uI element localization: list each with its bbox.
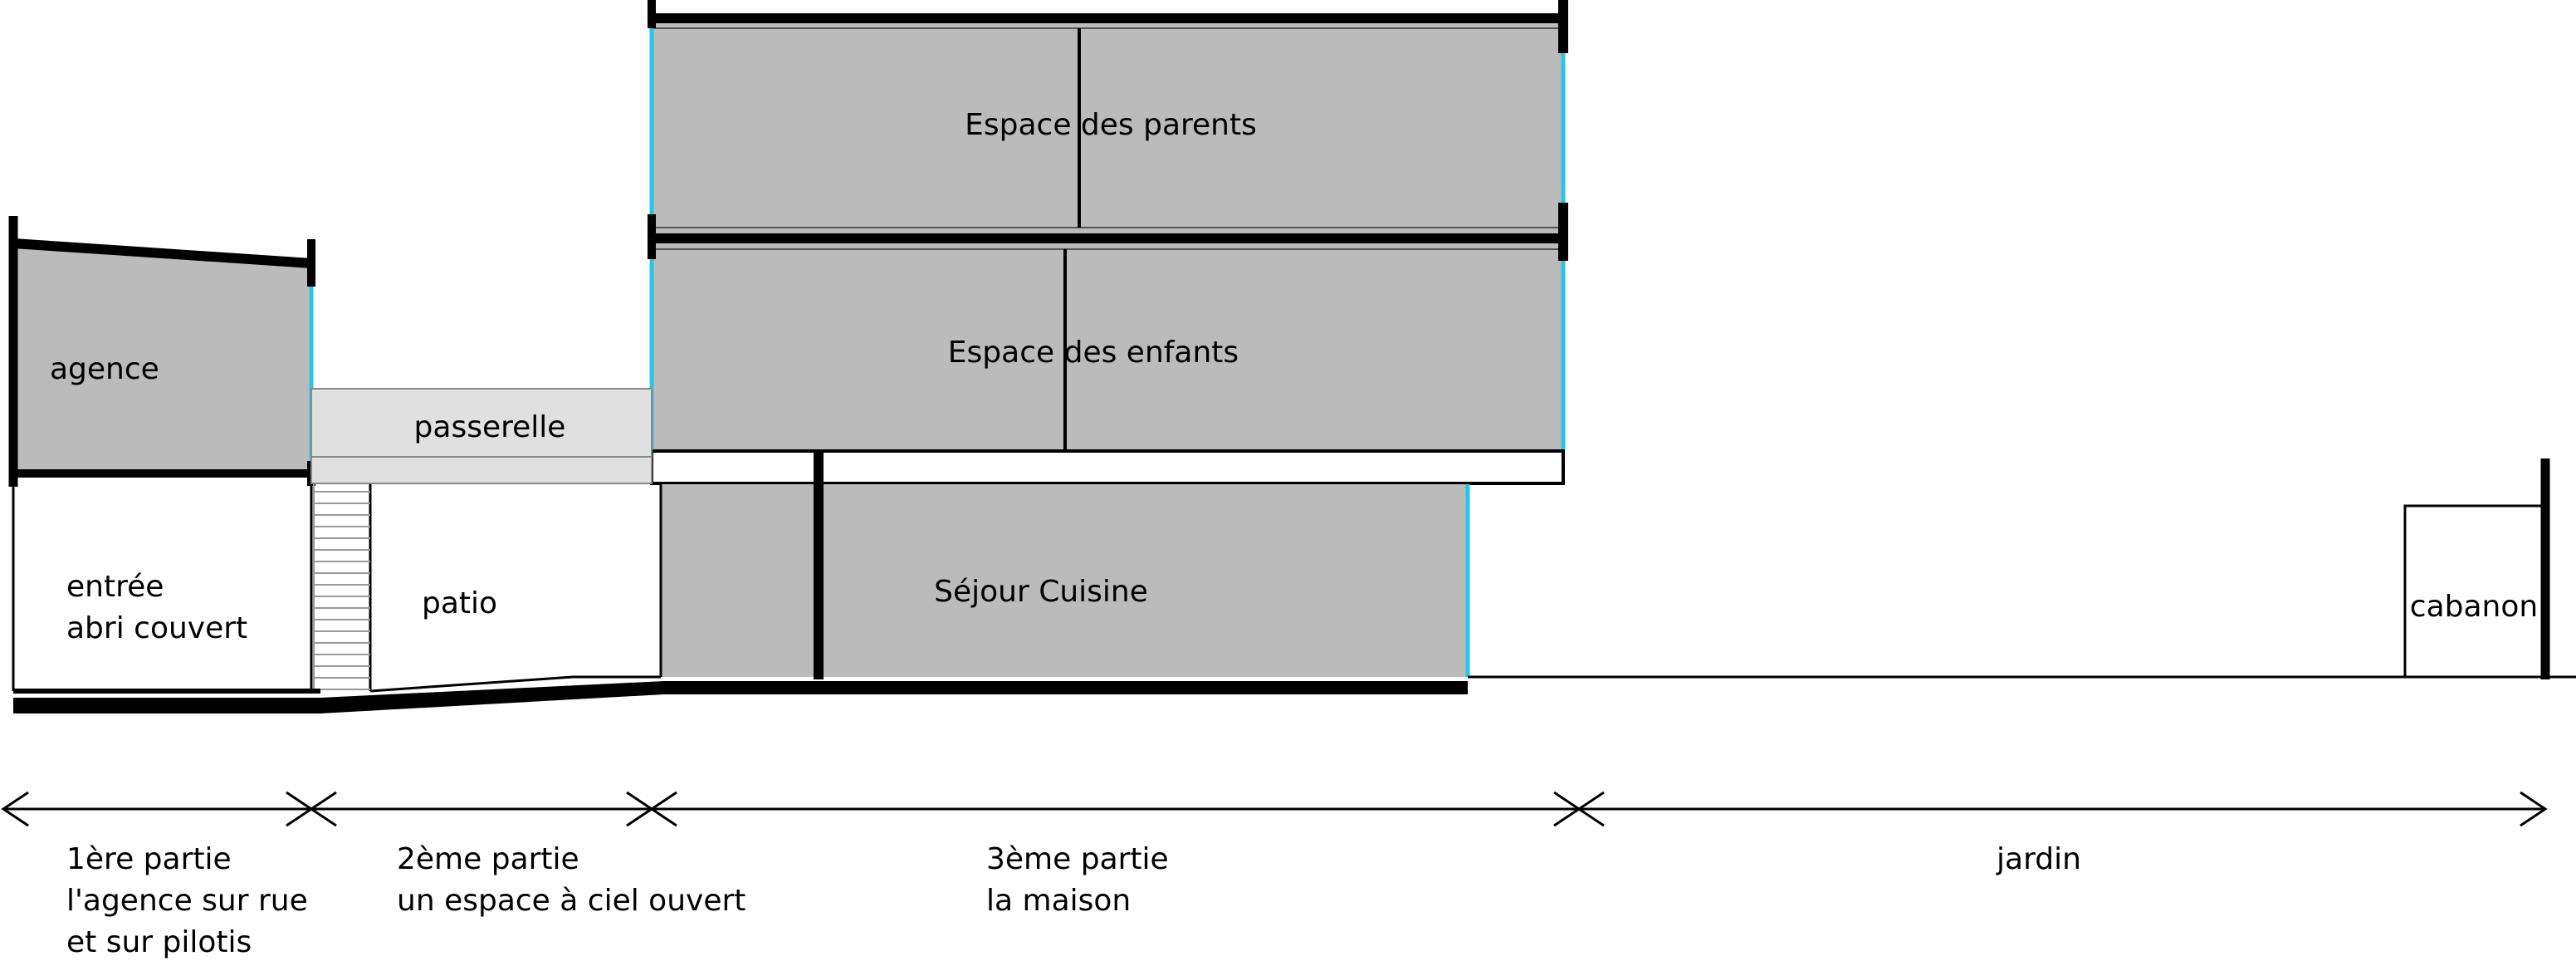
zone-3-label-line2: la maison bbox=[986, 884, 1131, 918]
arrowhead bbox=[1576, 791, 1605, 827]
ground-slab bbox=[13, 681, 1468, 713]
passerelle-fill bbox=[310, 388, 653, 484]
first-floor-slab bbox=[650, 449, 1565, 485]
cabanon-outline bbox=[2403, 504, 2545, 677]
children-room-label: Espace des enfants bbox=[948, 336, 1239, 370]
zone-1-label-line3: et sur pilotis bbox=[66, 925, 252, 959]
cantilever-slab bbox=[650, 449, 1565, 485]
entree-label-line1: entrée bbox=[66, 570, 164, 604]
patio-label: patio bbox=[422, 586, 497, 620]
arrowheads bbox=[1, 791, 2548, 827]
arrowhead bbox=[309, 791, 337, 827]
zone-1-label-line2: l'agence sur rue bbox=[66, 884, 308, 918]
cabanon: cabanon bbox=[2403, 458, 2550, 679]
arrowhead bbox=[2520, 791, 2548, 827]
arrowhead bbox=[1, 791, 29, 827]
parents-level: Espace des parents bbox=[648, 0, 1568, 234]
entree-shelter: entrée abri couvert bbox=[12, 486, 313, 691]
passerelle-label: passerelle bbox=[414, 410, 566, 444]
zone-2-label-line1: 2ème partie bbox=[397, 842, 579, 876]
zone-dimensions bbox=[1, 791, 2548, 827]
children-level: Espace des enfants bbox=[648, 203, 1568, 450]
agence-roof bbox=[12, 238, 312, 268]
parents-room-fill bbox=[652, 18, 1563, 234]
patio-ground-line bbox=[369, 675, 661, 693]
cabanon-label: cabanon bbox=[2410, 590, 2538, 624]
ground bbox=[13, 675, 2576, 713]
zone-labels: 1ère partie l'agence sur rue et sur pilo… bbox=[66, 842, 2081, 959]
sejour-room-label: Séjour Cuisine bbox=[934, 575, 1148, 609]
sejour-room-fill bbox=[661, 484, 1468, 677]
zone-3-label-line1: 3ème partie bbox=[986, 842, 1169, 876]
parents-room-label: Espace des parents bbox=[965, 108, 1257, 142]
patio: patio bbox=[369, 586, 661, 693]
agence-building: agence bbox=[8, 216, 315, 487]
entree-label-line2: abri couvert bbox=[66, 611, 247, 645]
stair bbox=[313, 483, 372, 691]
zone-2-label-line2: un espace à ciel ouvert bbox=[397, 884, 745, 918]
agence-room-fill bbox=[13, 242, 311, 473]
zone-1-label-line1: 1ère partie bbox=[66, 842, 232, 876]
arrowhead bbox=[649, 791, 677, 827]
passerelle: passerelle bbox=[310, 388, 653, 484]
agence-room-label: agence bbox=[50, 352, 159, 386]
ground-level: Séjour Cuisine bbox=[659, 451, 1470, 679]
children-room-fill bbox=[652, 241, 1563, 450]
zone-4-label-line1: jardin bbox=[1996, 842, 2081, 876]
